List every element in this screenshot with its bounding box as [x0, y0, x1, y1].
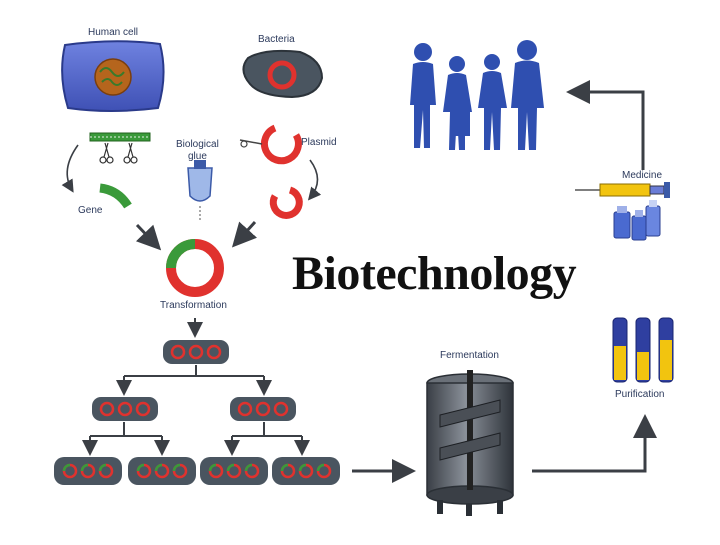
label-purification: Purification — [615, 389, 665, 400]
bacterium-level-1 — [163, 340, 229, 364]
arrow-gene-to-transformation — [135, 223, 162, 251]
bacterium-level-2-left — [92, 397, 158, 421]
gene-strip-icon — [89, 132, 151, 142]
curved-arrow-gene — [61, 144, 79, 193]
label-bacteria: Bacteria — [258, 34, 295, 45]
label-biological-glue-2: glue — [188, 151, 207, 162]
scissors-icon — [99, 142, 138, 164]
vial-icon — [613, 200, 661, 241]
branch-level-1 — [124, 365, 264, 377]
bacterium-level-3-4 — [272, 457, 340, 485]
label-human-cell: Human cell — [88, 27, 139, 38]
opened-plasmid-icon — [269, 186, 303, 219]
syringe-icon — [575, 182, 670, 198]
gene-fragment-icon — [99, 183, 132, 209]
recombinant-plasmid-icon — [166, 239, 224, 297]
bacteria-icon — [242, 49, 324, 99]
bacterium-level-3-1 — [54, 457, 122, 485]
glue-bottle-icon — [187, 160, 213, 222]
fermentation-tank-icon — [426, 370, 514, 516]
bacterium-level-2-right — [230, 397, 296, 421]
bacterium-level-3-3 — [200, 457, 268, 485]
plasmid-icon — [239, 124, 302, 165]
label-plasmid: Plasmid — [301, 137, 337, 148]
purification-tubes-icon — [612, 317, 674, 383]
people-silhouettes-icon — [410, 40, 544, 150]
label-biological-glue-1: Biological — [176, 139, 219, 150]
branch-level-2 — [90, 422, 302, 437]
arrow-plasmid-to-transformation — [231, 220, 257, 248]
label-fermentation: Fermentation — [440, 350, 499, 361]
arrow-to-purification — [532, 414, 657, 473]
bacterium-level-3-2 — [128, 457, 196, 485]
label-medicine: Medicine — [622, 170, 663, 181]
arrow-to-people — [566, 80, 645, 170]
label-transformation: Transformation — [160, 300, 227, 311]
human-cell-icon — [61, 40, 165, 112]
label-gene: Gene — [78, 205, 103, 216]
curved-arrow-plasmid — [307, 159, 322, 201]
page-title: Biotechnology — [292, 247, 577, 300]
